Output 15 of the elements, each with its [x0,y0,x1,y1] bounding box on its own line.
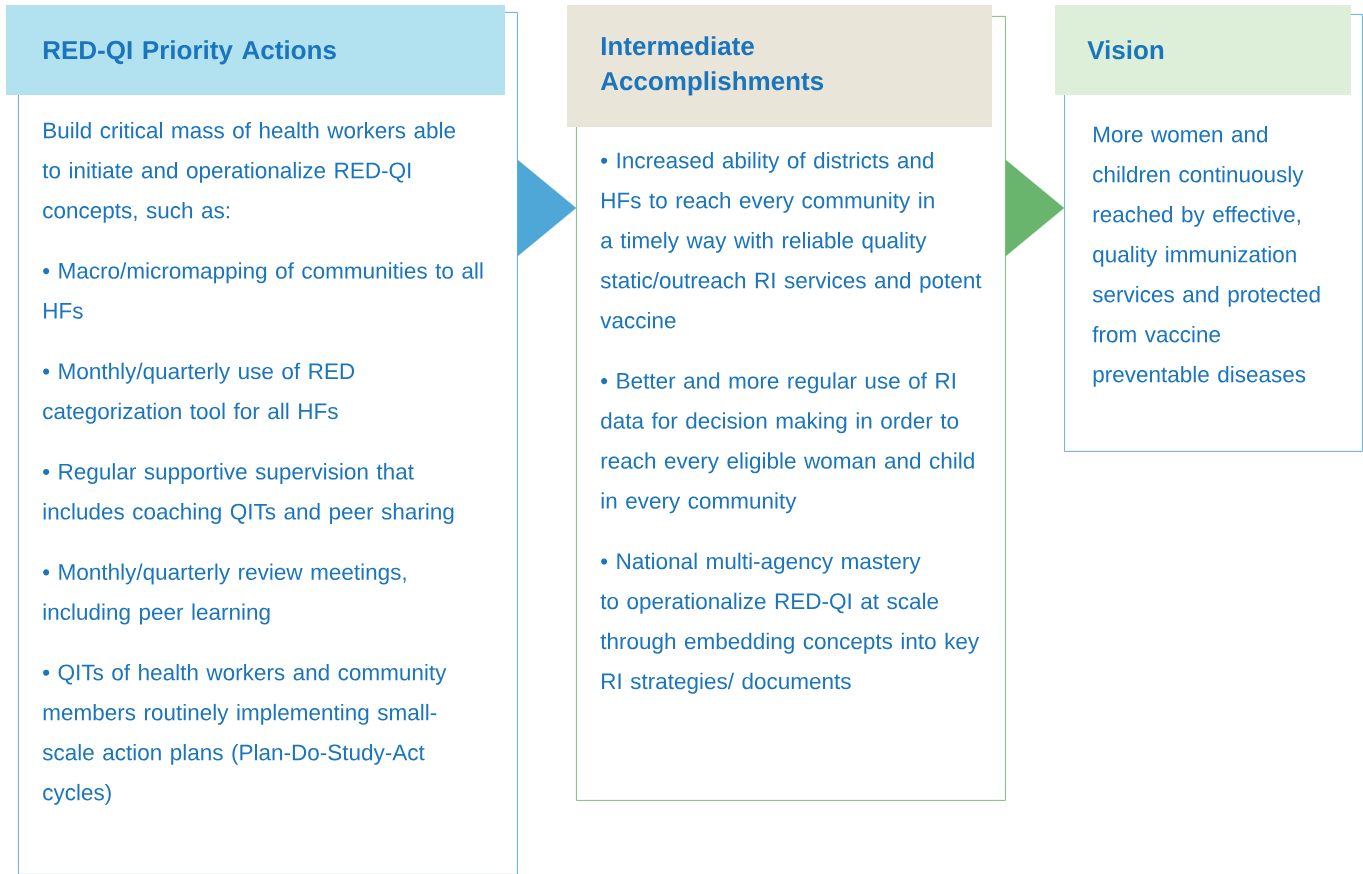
header-band: Intermediate Accomplishments [567,5,992,127]
bullet-item: • Regular supportive supervision that includes coaching QITs and peer sharing [43,463,454,525]
body-text: More women and children continuously reached by effective, quality immunization services and protected from vaccine preventable diseases [1092,125,1320,387]
bullet-item: • National multi-agency mastery to operationalize RED-QI at scale through embedding concepts into key RI strategies/ documents [600,552,980,694]
arrow [517,159,577,257]
bullet-item: • Macro/micromapping of communities to all HFs [43,262,483,319]
header-band: Vision [1055,5,1351,95]
bullet-item: • QITs of health workers and community members routinely implementing small-scale action plans (Plan-Do-Study-Act cycles) [42,663,447,805]
bullet-item: • Increased ability of districts and HFs to reach every community in a timely way with reliable quality static/outreach RI services and potent vaccine [600,151,982,329]
header-band: RED-QI Priority Actions [6,5,505,95]
bullet-item: • Monthly/quarterly review meetings, including peer learning [43,563,406,625]
bullet-item: • Monthly/quarterly use of RED categorization tool for all HFs [43,362,355,424]
body-text: Build critical mass of health workers able to initiate and operationalize RED-QI concepts, such as: [42,121,455,223]
arrow [1005,159,1065,257]
bullet-item: • Better and more regular use of RI data for decision making in order to reach every eligible woman and child in every community [601,372,974,514]
